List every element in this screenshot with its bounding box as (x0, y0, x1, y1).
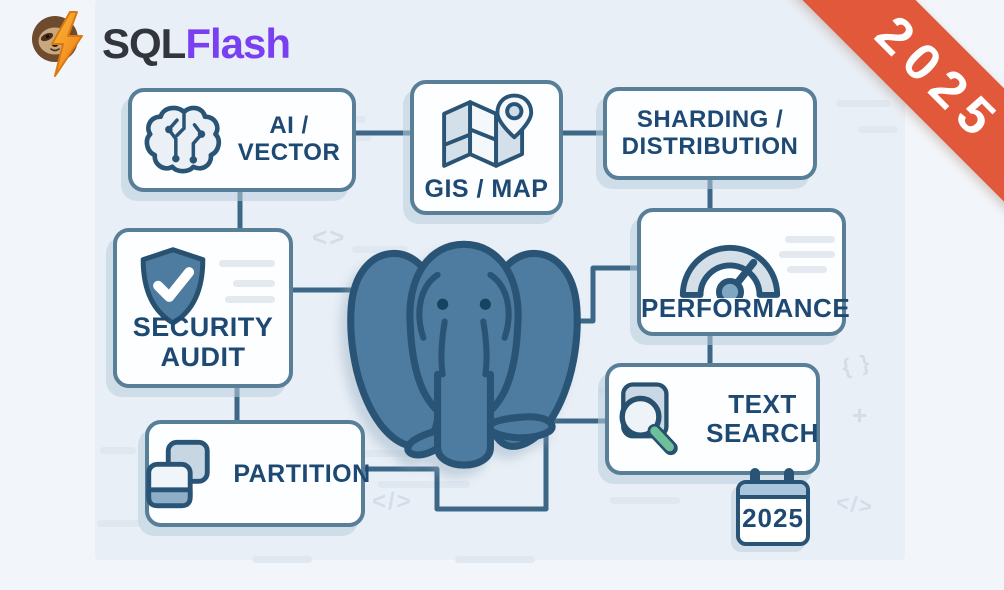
node-sharding-distribution: SHARDING / DISTRIBUTION (603, 87, 817, 180)
decor-line (610, 497, 680, 504)
decor-line (787, 266, 827, 273)
decor-line (225, 296, 275, 303)
brand-flash: Flash (185, 20, 291, 67)
node-label: GIS / MAP (424, 174, 549, 203)
stacked-squares-icon (146, 439, 210, 508)
decor-line (779, 251, 835, 258)
brand-sql: SQL (102, 20, 186, 67)
node-ai-vector: AI / VECTOR (128, 88, 356, 192)
node-label: AI / VECTOR (237, 112, 341, 166)
sloth-lightning-icon (32, 11, 83, 77)
calendar-2025: 2025 (736, 468, 810, 548)
node-security-audit: SECURITY AUDIT (113, 228, 293, 388)
node-gis-map: GIS / MAP (410, 80, 563, 215)
node-text-search: TEXT SEARCH (605, 363, 820, 475)
decor-line (219, 260, 275, 267)
calendar-icon: 2025 (736, 480, 810, 546)
decor-line (352, 246, 408, 253)
node-label: SECURITY AUDIT (132, 311, 274, 372)
decor-line (252, 556, 312, 563)
node-label: SHARDING / DISTRIBUTION (621, 105, 799, 160)
code-glyph: <> (312, 222, 347, 252)
decor-line (858, 126, 898, 133)
decor-line (455, 556, 535, 563)
decor-line (97, 520, 141, 527)
code-glyph: </> (372, 488, 413, 515)
decor-line (100, 447, 136, 454)
decor-line (836, 100, 890, 107)
postgresql-elephant (347, 240, 581, 469)
node-label: PERFORMANCE (641, 292, 851, 323)
brand-wordmark: SQLFlash (102, 20, 291, 68)
decor-line (360, 450, 416, 457)
decor-line (785, 236, 835, 243)
shield-check-icon (140, 247, 206, 326)
code-glyph: + (852, 400, 870, 430)
node-label: TEXT SEARCH (706, 388, 819, 448)
decor-line (378, 481, 470, 488)
node-performance: PERFORMANCE (637, 208, 851, 336)
folded-map-pin-icon (441, 93, 533, 168)
calendar-header (740, 484, 806, 499)
calendar-peg (750, 468, 760, 490)
gauge-icon (679, 244, 781, 298)
decor-line (233, 280, 275, 287)
brand-logo: SQLFlash (30, 10, 291, 78)
node-partition: PARTITION (145, 420, 370, 527)
calendar-peg (784, 468, 794, 490)
calendar-year: 2025 (742, 503, 804, 533)
node-label: PARTITION (233, 459, 371, 488)
brain-circuit-icon (144, 105, 221, 174)
magnifier-document-icon (619, 382, 678, 456)
